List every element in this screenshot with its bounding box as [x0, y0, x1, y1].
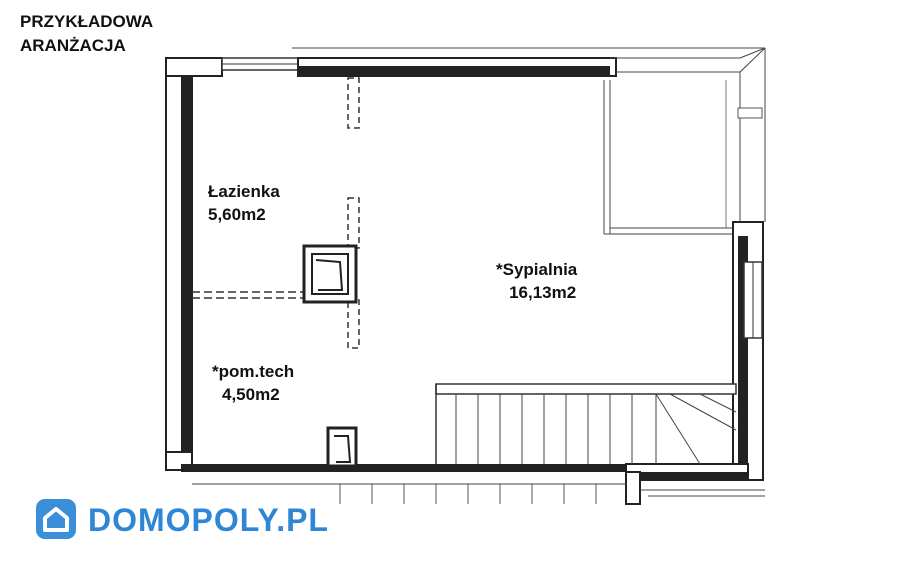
room-label-lazienka: Łazienka 5,60m2 — [208, 180, 280, 226]
house-icon — [36, 499, 76, 539]
room-label-pom-tech: *pom.tech 4,50m2 — [212, 360, 294, 406]
bottom-stair-ticks — [339, 484, 597, 504]
room-name: *Sypialnia — [496, 260, 578, 279]
staircase-steps — [455, 393, 737, 465]
logo-text: DOMOPOLY.PL — [88, 502, 329, 538]
bottom-wall — [181, 464, 626, 472]
room-area: 4,50m2 — [222, 385, 280, 404]
wall-corner — [165, 57, 223, 77]
room-name: Łazienka — [208, 182, 280, 201]
arrangement-heading: PRZYKŁADOWA ARANŻACJA — [20, 10, 153, 58]
top-wall-core — [298, 66, 610, 76]
balcony-tag — [737, 107, 763, 119]
vent-flue — [334, 435, 352, 463]
bottom-wall-right-core — [626, 472, 748, 480]
room-label-sypialnia: *Sypialnia 16,13m2 — [496, 258, 577, 304]
staircase-rail — [435, 383, 737, 395]
partition-mid — [347, 197, 360, 249]
room-name: *pom.tech — [212, 362, 295, 381]
vent-shaft — [326, 426, 358, 468]
heading-line-2: ARANŻACJA — [20, 36, 126, 55]
balcony-line-2 — [739, 47, 766, 59]
room-area: 5,60m2 — [208, 205, 266, 224]
chimney-flue — [315, 259, 344, 291]
balcony-line-3 — [739, 47, 766, 73]
room-area: 16,13m2 — [509, 283, 577, 302]
heading-line-1: PRZYKŁADOWA — [20, 12, 154, 31]
left-wall-core — [181, 76, 192, 466]
partition-lower — [347, 299, 360, 349]
partition-upper — [347, 77, 360, 129]
bottom-pillar — [625, 471, 641, 505]
right-wall-core — [738, 236, 748, 480]
